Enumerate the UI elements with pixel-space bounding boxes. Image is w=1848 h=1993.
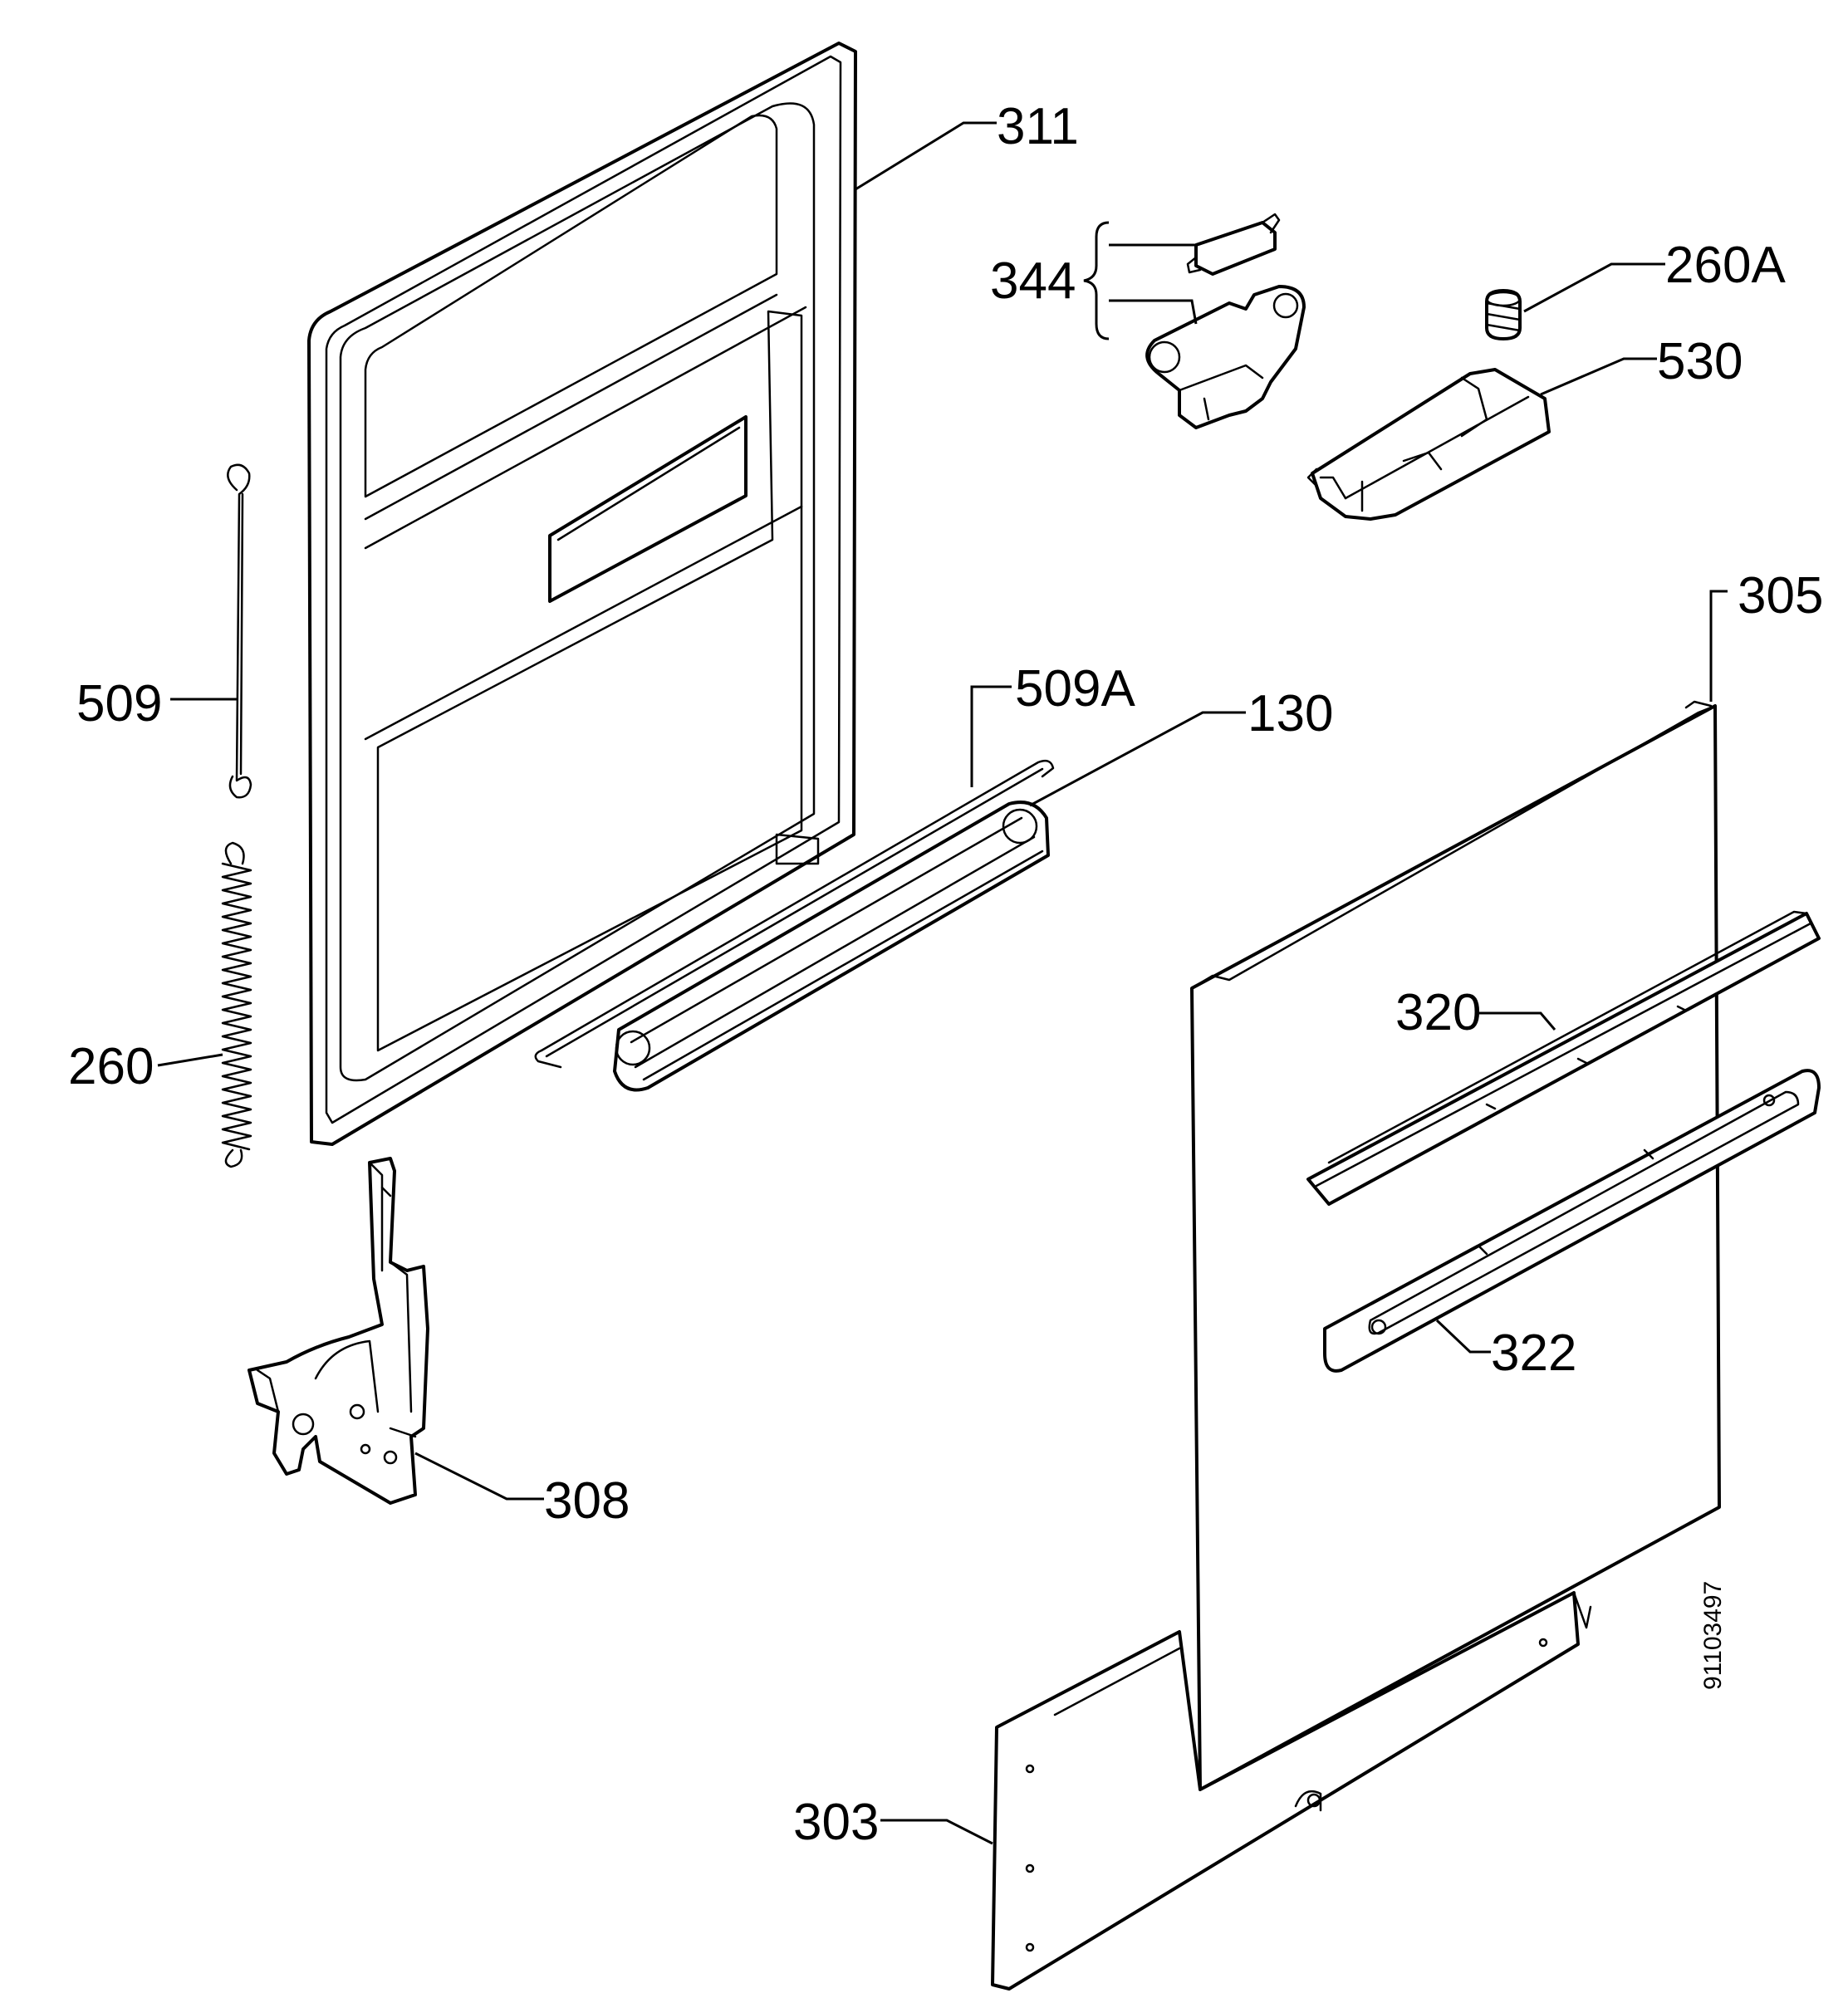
leader-305	[1709, 590, 1728, 702]
part-labels: 311 344 260A 530 305 509 509A 130 260 32…	[68, 98, 1823, 1851]
label-509: 509	[76, 675, 162, 732]
leader-344-bottom	[1109, 299, 1198, 325]
label-308: 308	[544, 1472, 630, 1530]
decor-rail-320	[1306, 910, 1821, 1206]
label-320: 320	[1395, 984, 1481, 1041]
kick-plate-303	[991, 1591, 1592, 1991]
spring-coils	[221, 862, 252, 1151]
leader-322	[1435, 1319, 1491, 1354]
leader-308	[414, 1452, 544, 1501]
trim-strip-322	[1323, 1069, 1821, 1373]
hinge-308	[248, 1157, 429, 1505]
leader-530	[1540, 357, 1657, 396]
label-130: 130	[1248, 685, 1333, 742]
door-lock-344	[1145, 213, 1306, 429]
seal-gasket-130	[613, 801, 1050, 1092]
leader-lines	[157, 121, 1728, 1845]
label-305: 305	[1738, 567, 1823, 624]
spring-260	[221, 841, 252, 1168]
leader-344-top	[1109, 243, 1198, 257]
label-311: 311	[997, 98, 1079, 155]
leader-344-brace	[1083, 221, 1110, 340]
small-spring-260A	[1485, 289, 1522, 340]
label-260: 260	[68, 1038, 154, 1095]
label-322: 322	[1491, 1325, 1576, 1382]
leader-509A	[970, 685, 1012, 787]
leader-260	[157, 1053, 223, 1067]
hook-rod-509	[227, 463, 252, 799]
label-260A: 260A	[1665, 237, 1786, 294]
leader-303	[880, 1819, 993, 1845]
label-509A: 509A	[1015, 660, 1135, 717]
label-303: 303	[793, 1794, 879, 1851]
latch-housing-530	[1306, 368, 1551, 521]
leader-130	[1029, 711, 1246, 807]
leader-320	[1478, 1011, 1556, 1031]
leader-260A	[1523, 262, 1665, 313]
wire-rod-509A	[534, 759, 1055, 1069]
outer-door-panel-305	[1190, 700, 1721, 1791]
document-number: 91103497	[1699, 1581, 1727, 1690]
label-530: 530	[1657, 333, 1743, 390]
inner-door-panel-311	[307, 42, 857, 1146]
label-344: 344	[990, 252, 1076, 310]
leader-311	[855, 121, 997, 191]
